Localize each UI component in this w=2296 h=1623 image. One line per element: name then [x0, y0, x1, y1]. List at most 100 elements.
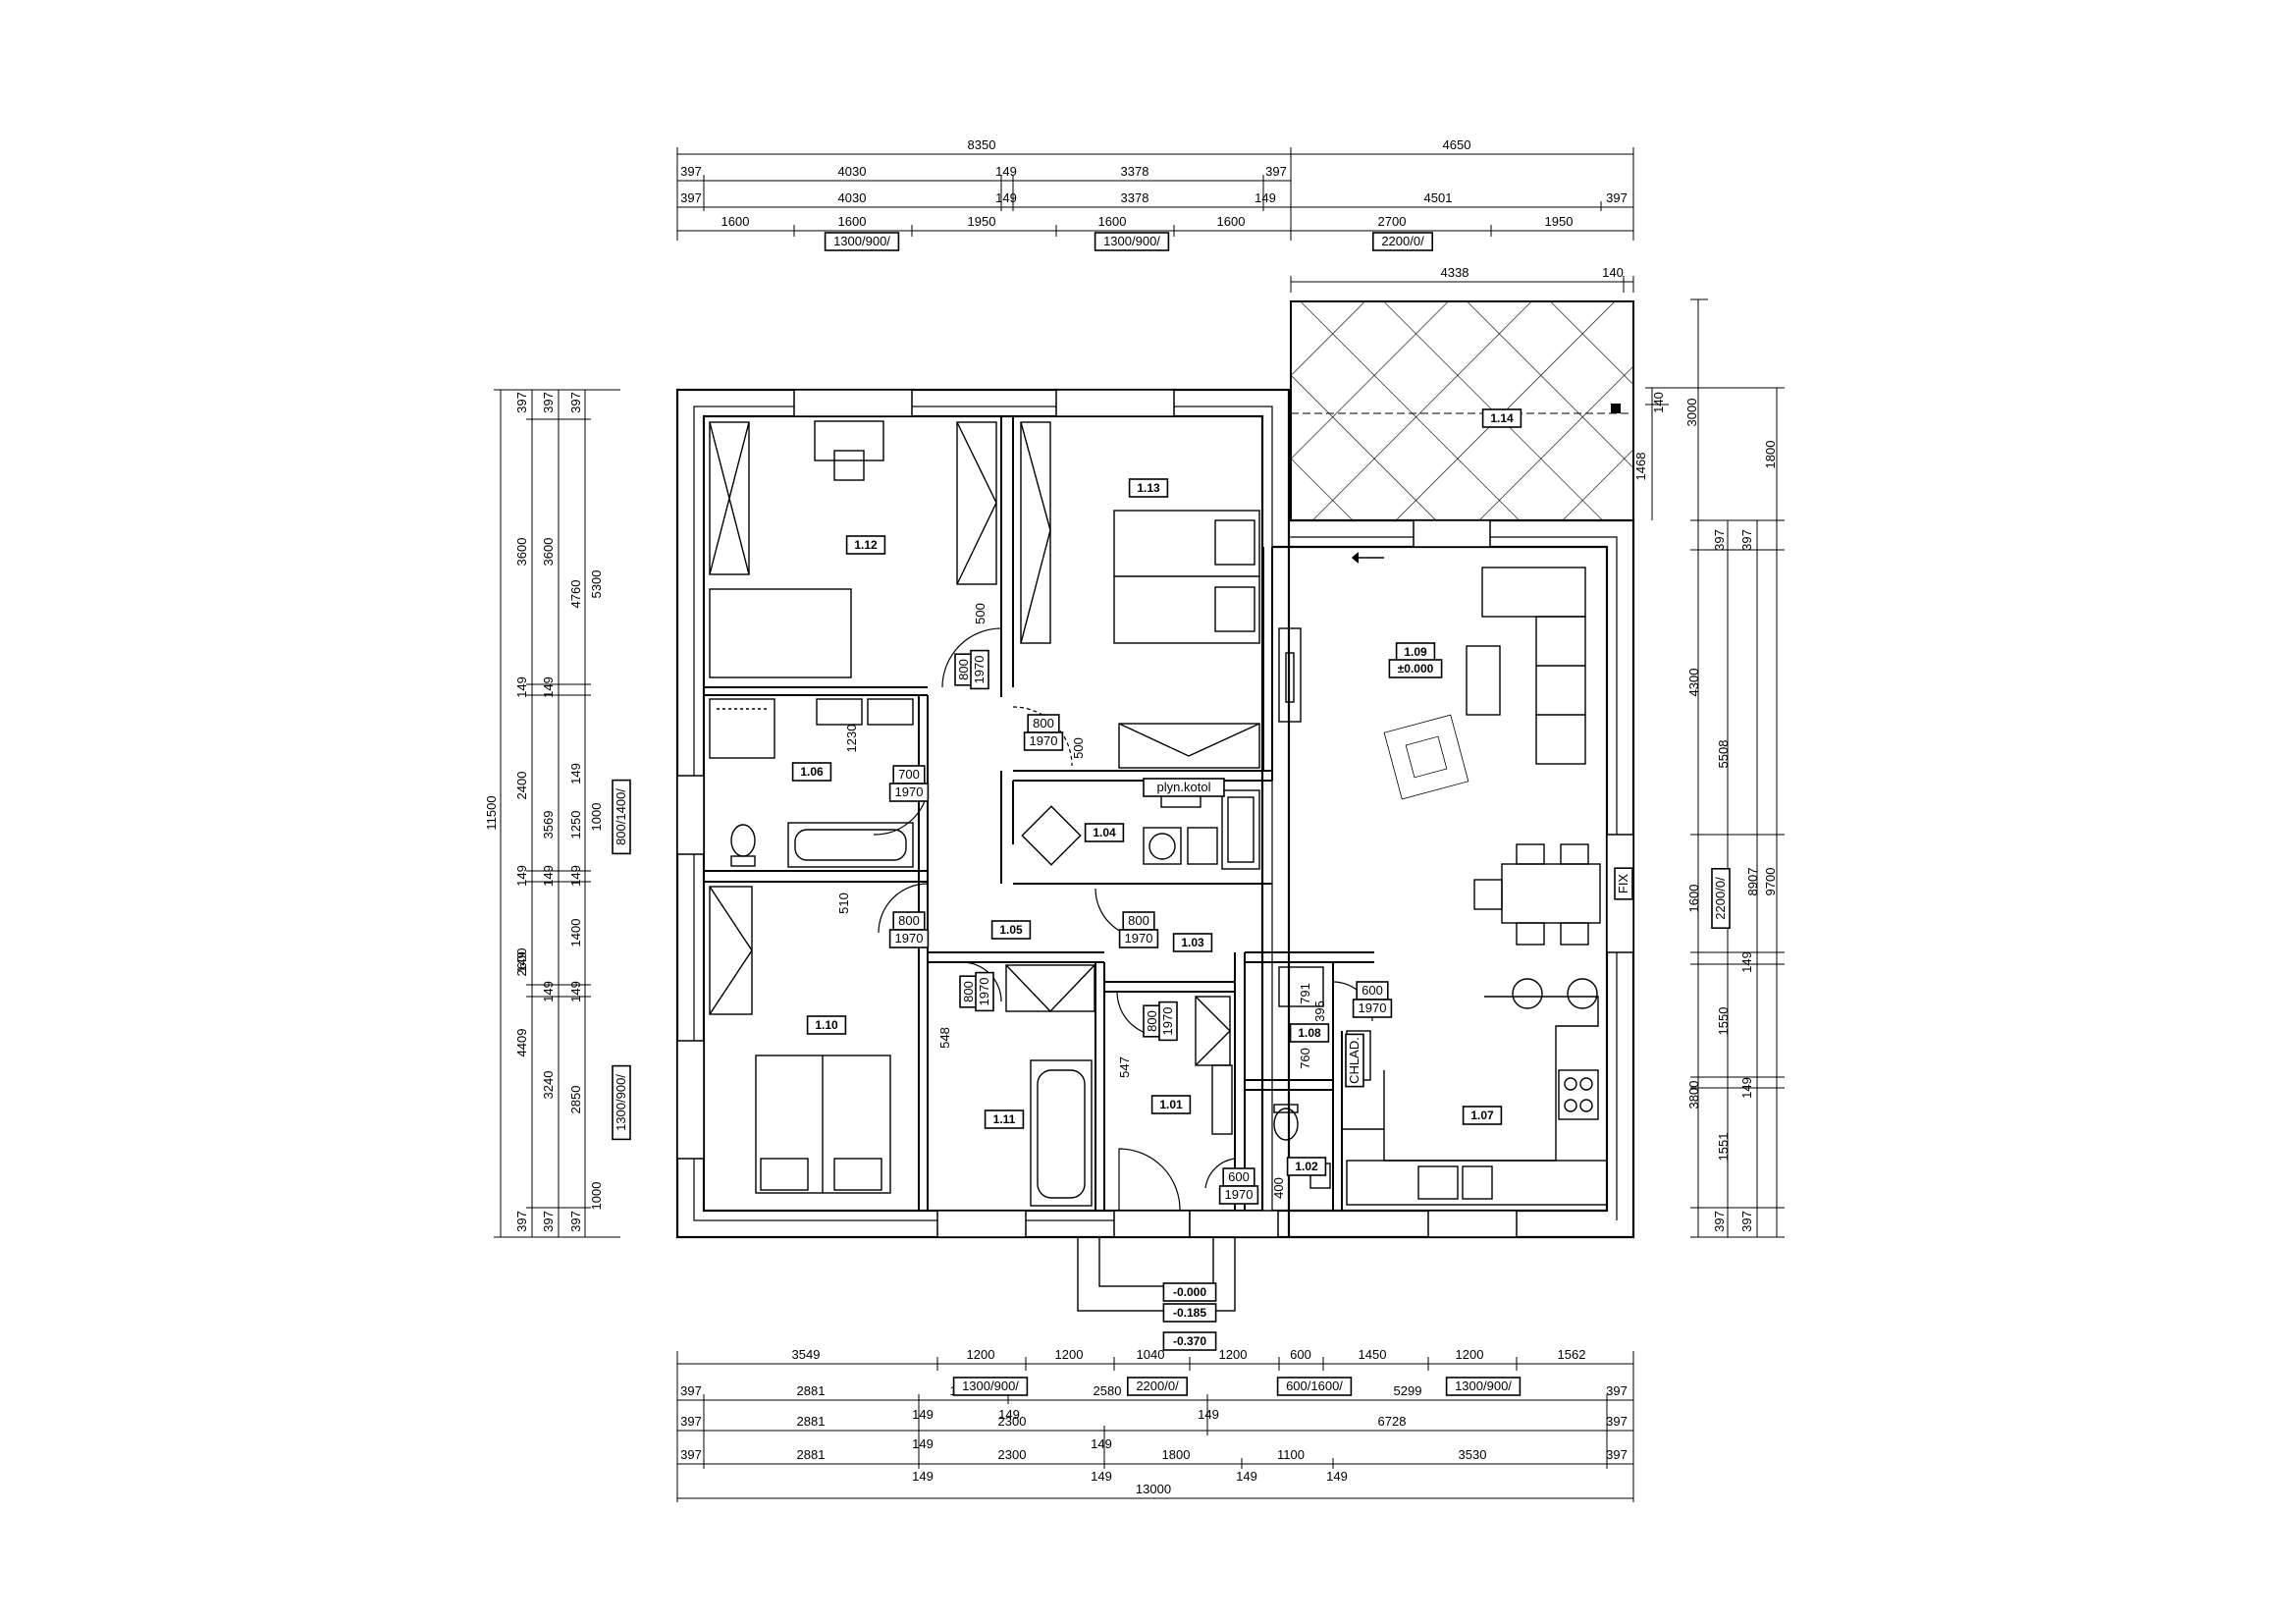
window-tag — [952, 1377, 1029, 1396]
dimension-label-left: 149 — [541, 865, 556, 887]
room-number-text: 1.14 — [1490, 411, 1514, 425]
fixture-label — [1614, 867, 1633, 900]
entrance-steps — [1077, 1236, 1236, 1312]
dimension-label-top: 1600 — [1217, 214, 1246, 229]
door-tag-text: 700 — [898, 767, 920, 782]
fixture-label — [1345, 1033, 1364, 1088]
windows — [676, 389, 1634, 1238]
dimension-label-right: 5508 — [1716, 740, 1731, 769]
window-tag-frame — [824, 232, 900, 251]
room-number-text: 1.04 — [1093, 826, 1116, 839]
room-number — [990, 920, 1032, 940]
room-number-frame — [791, 762, 832, 782]
door-tag — [888, 929, 930, 948]
door-tag-text: 1970 — [972, 656, 987, 684]
fixture-label-frame — [1614, 867, 1633, 900]
door-tag-text: 800 — [1033, 716, 1054, 730]
dimension-label-left: 1000 — [589, 803, 604, 832]
door-tag-text: 800 — [898, 913, 920, 928]
door-tag-frame — [1023, 731, 1064, 751]
dimension-label-right: 4300 — [1686, 669, 1701, 697]
dimension-label-left: 1250 — [568, 811, 583, 839]
dimension-label-interior: 760 — [1298, 1048, 1312, 1069]
dimension-label-right: 397 — [1712, 1211, 1727, 1232]
door-tag-text: 1970 — [977, 978, 991, 1006]
fixture-label-text: plyn.kotol — [1157, 780, 1211, 794]
dimension-label-left: 397 — [541, 392, 556, 413]
room-number-text: 1.01 — [1159, 1098, 1183, 1111]
door-tag — [1218, 1185, 1259, 1205]
room-number — [1172, 933, 1213, 952]
dimension-label-left: 1400 — [568, 919, 583, 947]
dimension-label-right: 397 — [1739, 529, 1754, 551]
window-tag-frame — [612, 779, 631, 855]
dimension-label-left: 149 — [514, 951, 529, 973]
dimension-label-left: 397 — [568, 1211, 583, 1232]
dimension-label-bottom: 149 — [912, 1469, 934, 1484]
dimension-label-bottom: 2881 — [797, 1383, 826, 1398]
dimension-label-top: 4030 — [838, 164, 867, 179]
dimension-label-right: 1800 — [1763, 441, 1778, 469]
dimension-label-top: 397 — [1606, 190, 1628, 205]
level-label-text: -0.000 — [1173, 1285, 1206, 1299]
door-tag-text: 1970 — [895, 784, 924, 799]
dimension-label-right: 149 — [1739, 951, 1754, 973]
room-number-frame — [984, 1109, 1025, 1129]
dimension-label-top: 4030 — [838, 190, 867, 205]
dimension-label-top: 4650 — [1443, 137, 1471, 152]
room-number-frame — [1172, 933, 1213, 952]
dimension-label-left: 1000 — [589, 1182, 604, 1211]
dimension-label-bottom: 397 — [680, 1383, 702, 1398]
dimension-label-right: 1600 — [1686, 885, 1701, 913]
dimension-label-left: 397 — [514, 1211, 529, 1232]
entry-arrow-icon — [1351, 552, 1384, 564]
level-label-frame — [1162, 1282, 1217, 1302]
dimension-label-top: 397 — [1265, 164, 1287, 179]
door-tag-frame — [970, 649, 989, 690]
window-tag — [1276, 1377, 1353, 1396]
dimension-label-right: 397 — [1739, 1211, 1754, 1232]
dimension-label-left: 2400 — [514, 772, 529, 800]
dimension-label-bottom: 1200 — [967, 1347, 995, 1362]
level-label — [1162, 1303, 1217, 1323]
room-number-frame — [806, 1015, 847, 1035]
room-number — [1286, 1157, 1327, 1176]
fixture-label-text: CHLAD. — [1347, 1037, 1362, 1084]
door-tag-frame — [1218, 1185, 1259, 1205]
window-tag-frame — [1372, 232, 1434, 251]
dimension-label-interior: 791 — [1298, 983, 1312, 1004]
dimension-label-bottom: 149 — [1198, 1407, 1219, 1422]
dimension-label-right: 149 — [1739, 1077, 1754, 1099]
dimension-label-left: 149 — [541, 981, 556, 1002]
door-tag-text: 1970 — [1160, 1007, 1175, 1036]
fixture-label-text: FIX — [1616, 874, 1630, 894]
dimension-label-bottom: 6728 — [1378, 1414, 1407, 1429]
dimension-label-right: 3800 — [1686, 1081, 1701, 1109]
room-number — [1462, 1106, 1503, 1125]
window-tag-text: 600/1600/ — [1286, 1379, 1343, 1393]
dimension-label-top: 149 — [995, 164, 1017, 179]
door-tag-text: 1970 — [1125, 931, 1153, 946]
room-number-frame — [1289, 1023, 1330, 1043]
room-number-frame — [990, 920, 1032, 940]
level-label-text: -0.185 — [1173, 1306, 1206, 1320]
room-number — [845, 535, 886, 555]
furniture — [709, 420, 1608, 1207]
dimension-label-top: 1600 — [721, 214, 750, 229]
dimension-label-top: 1950 — [1545, 214, 1574, 229]
dimension-label-bottom: 397 — [680, 1447, 702, 1462]
door-tag-frame — [975, 971, 994, 1012]
dimension-label-bottom: 149 — [998, 1407, 1020, 1422]
dimension-label-bottom: 13000 — [1136, 1482, 1171, 1496]
dimension-label-top: 140 — [1602, 265, 1624, 280]
window-tag-frame — [1127, 1377, 1189, 1396]
door-tag-frame — [888, 929, 930, 948]
dimension-label-left: 3240 — [541, 1071, 556, 1100]
door-tag-frame — [1118, 929, 1159, 948]
dimension-label-top: 2700 — [1378, 214, 1407, 229]
window-tag-text: 2200/0/ — [1713, 877, 1728, 920]
dimension-label-top: 8350 — [968, 137, 996, 152]
dimension-label-left: 397 — [541, 1211, 556, 1232]
dimension-label-bottom: 3530 — [1459, 1447, 1487, 1462]
